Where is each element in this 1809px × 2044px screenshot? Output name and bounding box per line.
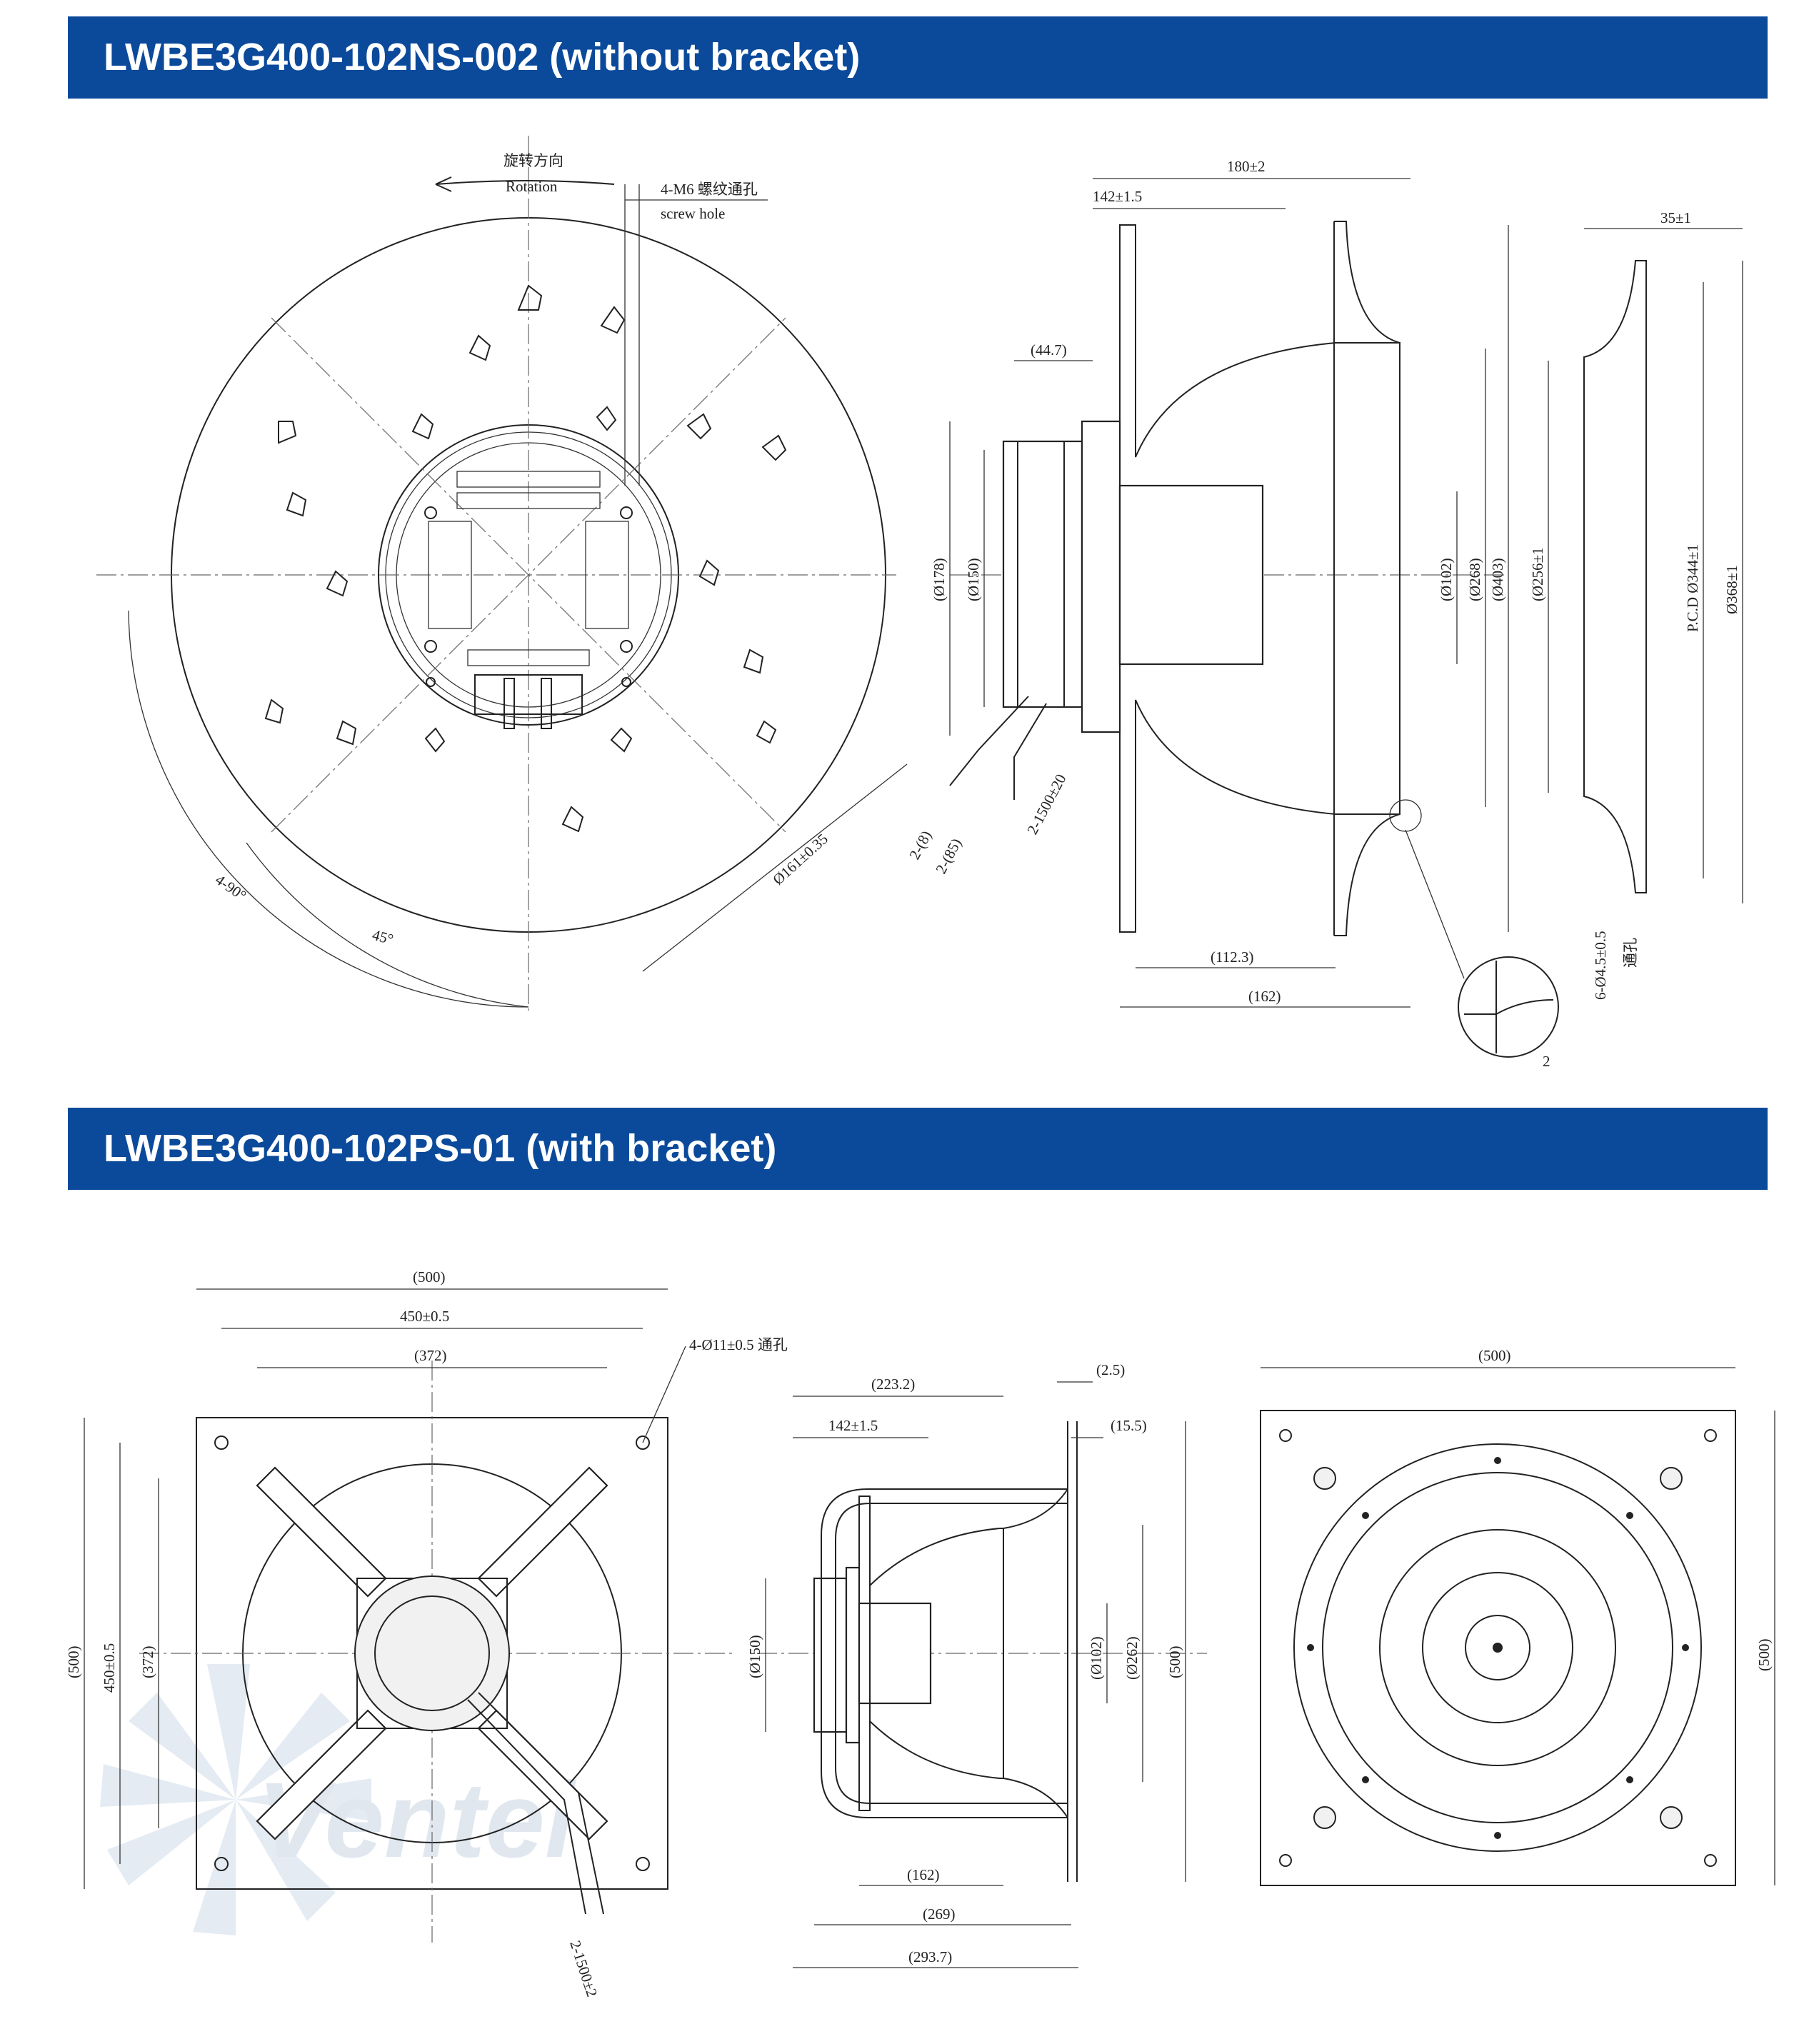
cable-dim-1500b: 2-1500±2 [566, 1938, 601, 1999]
cable-dim-1500: 2-1500±20 [1023, 771, 1069, 838]
dim-d256: (Ø256±1 [1529, 547, 1546, 601]
dim-112: (112.3) [1211, 948, 1253, 966]
dim-15-5: (15.5) [1111, 1417, 1147, 1434]
dim-269: (269) [923, 1905, 956, 1923]
section-header-without-bracket: LWBE3G400-102NS-002 (without bracket) [68, 16, 1768, 99]
angle-90-label: 4-90° [212, 871, 249, 904]
holes-label: 6-Ø4.5±0.5 [1592, 931, 1609, 1000]
blade-slots [264, 284, 787, 833]
dim-223: (223.2) [871, 1376, 915, 1393]
bracket-rear-view: (500) (500) [1260, 1347, 1775, 1886]
section-title: LWBE3G400-102NS-002 (without bracket) [104, 36, 861, 79]
dim-35: 35±1 [1660, 209, 1691, 226]
impeller-front-view: 旋转方向 Rotation 4-M6 螺纹通孔 screw hole 4-90°… [96, 136, 908, 1011]
bracket-side-view: (223.2) 142±1.5 (2.5) (15.5) (Ø150) (Ø10… [746, 1361, 1207, 1968]
motor-cooling-grid [424, 471, 633, 729]
cable-dim-8: 2-(8) [906, 828, 935, 862]
dim-d102: (Ø102) [1438, 558, 1455, 601]
screw-hole-label-en: screw hole [661, 205, 725, 222]
impeller-side-view: 2 180±2 142±1.5 (44.7) (Ø178) (Ø150) (Ø1… [906, 158, 1559, 1070]
screw-hole-label-cn: 4-M6 螺纹通孔 [661, 181, 758, 198]
section-title: LWBE3G400-102PS-01 (with bracket) [104, 1127, 777, 1170]
dim-d178: (Ø178) [931, 558, 948, 601]
dim-w450: 450±0.5 [400, 1308, 449, 1325]
dim-h372: (372) [139, 1646, 156, 1679]
cable-dim-85: 2-(85) [932, 836, 965, 877]
dim-142: 142±1.5 [1093, 188, 1142, 205]
dim-142b: 142±1.5 [828, 1417, 878, 1434]
rotation-label-en: Rotation [506, 178, 558, 195]
pcd-161-label: Ø161±0.35 [769, 830, 831, 888]
holes-label-4: 4-Ø11±0.5 通孔 [689, 1336, 788, 1353]
dim-h500c: (500) [1755, 1639, 1773, 1672]
dim-2-5: (2.5) [1096, 1361, 1125, 1378]
dim-d150: (Ø150) [965, 558, 982, 601]
bracket-front-view: (500) 450±0.5 (372) 4-Ø11±0.5 通孔 (500) 4… [65, 1268, 788, 1999]
dim-h450: 450±0.5 [101, 1643, 118, 1693]
section-header-with-bracket: LWBE3G400-102PS-01 (with bracket) [68, 1108, 1768, 1190]
ventel-watermark: Ventel [100, 1664, 577, 1935]
holes-label-cn: 通孔 [1622, 938, 1639, 968]
inlet-ring-view: 35±1 (Ø256±1 P.C.D Ø344±1 Ø368±1 6-Ø4.5±… [1529, 209, 1743, 1000]
dim-d268: (Ø268) [1466, 558, 1483, 601]
dim-293: (293.7) [908, 1948, 952, 1965]
dim-162: (162) [1248, 988, 1281, 1005]
dim-d102b: (Ø102) [1088, 1636, 1105, 1680]
dim-44: (44.7) [1031, 341, 1067, 359]
angle-45-label: 45° [371, 926, 396, 948]
bracket-arms [256, 1466, 608, 1840]
dim-w500: (500) [413, 1268, 446, 1286]
dim-d368: Ø368±1 [1723, 565, 1740, 614]
detail-dim-2: 2 [1543, 1053, 1550, 1070]
dim-d150b: (Ø150) [746, 1635, 763, 1678]
rotation-label-cn: 旋转方向 [503, 152, 563, 169]
dim-180: 180±2 [1227, 158, 1266, 175]
dim-d262: (Ø262) [1123, 1636, 1141, 1680]
dim-w372: (372) [414, 1347, 447, 1364]
dim-h500: (500) [65, 1646, 82, 1679]
dim-pcd344: P.C.D Ø344±1 [1684, 544, 1701, 632]
dim-d403: (Ø403) [1489, 558, 1506, 601]
dim-w500c: (500) [1478, 1347, 1511, 1364]
dim-162b: (162) [907, 1866, 940, 1883]
dim-h500b: (500) [1166, 1646, 1183, 1679]
